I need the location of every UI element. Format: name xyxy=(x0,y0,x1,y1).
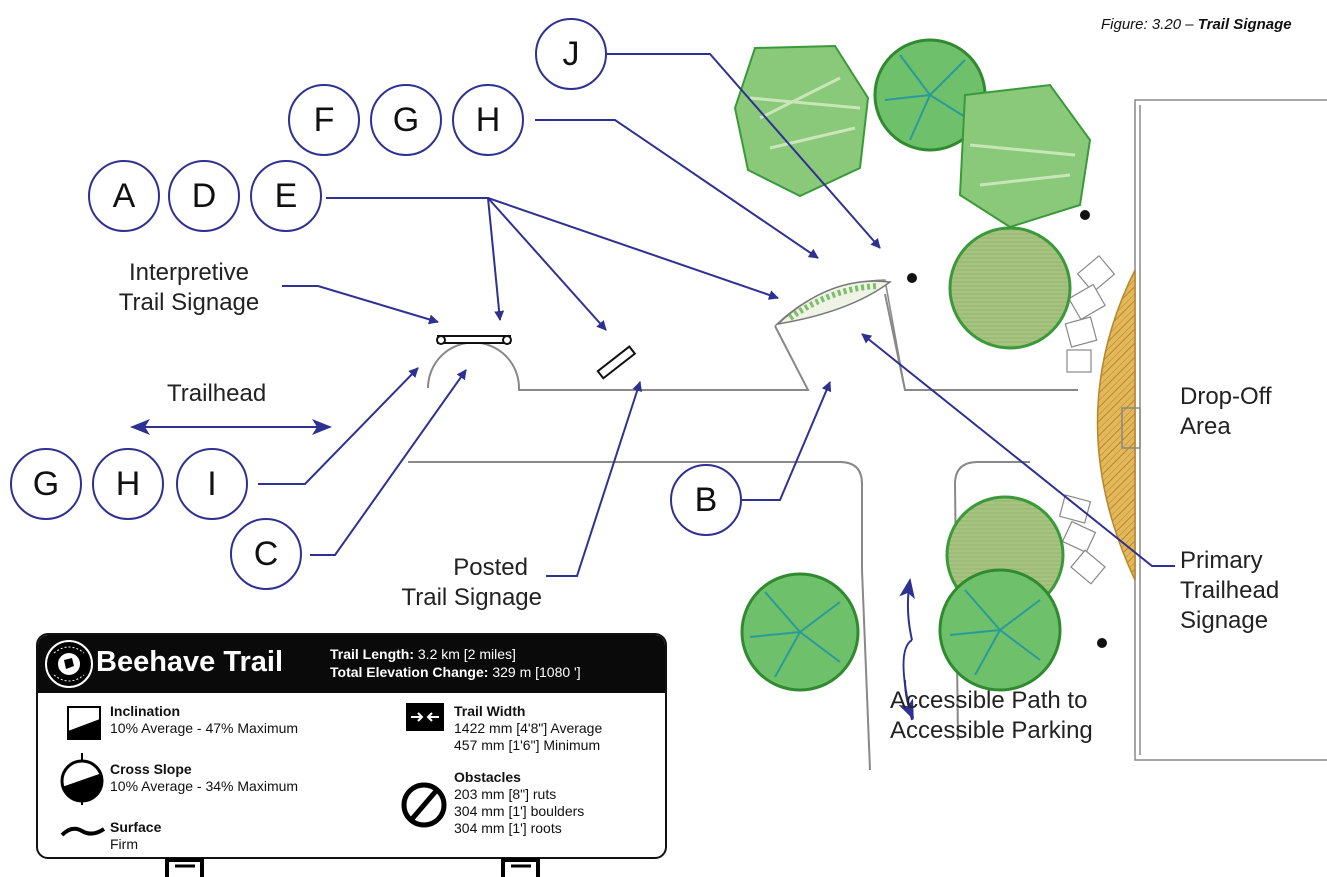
trail-width-icon xyxy=(406,703,444,731)
paving-crescent xyxy=(1096,269,1136,581)
inclination-icon xyxy=(67,706,101,740)
interpretive-signage-label: Interpretive Trail Signage xyxy=(118,259,260,316)
callout-i: I xyxy=(176,448,248,520)
drop-off-area-label: Drop-Off Area xyxy=(1180,383,1272,440)
obstacles-info: Obstacles 203 mm [8"] ruts 304 mm [1'] b… xyxy=(454,769,585,836)
recreation-universal-design-logo xyxy=(45,640,93,688)
obstacles-prohibited-icon xyxy=(401,782,447,828)
callout-h-top: H xyxy=(452,84,524,156)
trees xyxy=(733,38,1092,692)
posted-sign-marker xyxy=(596,345,637,380)
callout-g-left: G xyxy=(10,448,82,520)
primary-trailhead-sign-structure xyxy=(774,279,906,391)
bollards xyxy=(907,210,1107,648)
cross-slope-info: Cross Slope 10% Average - 34% Maximum xyxy=(110,761,299,794)
callout-h-left: H xyxy=(92,448,164,520)
figure-caption: Figure: 3.20 – Trail Signage xyxy=(1101,16,1292,33)
surface-info: Surface Firm xyxy=(110,819,162,852)
callout-g-top: G xyxy=(370,84,442,156)
posted-signage-label: Posted Trail Signage xyxy=(401,554,542,611)
callout-c: C xyxy=(230,518,302,590)
trailhead-label: Trailhead xyxy=(167,380,267,407)
callout-b: B xyxy=(670,464,742,536)
surface-wave-icon xyxy=(60,826,106,837)
callout-d: D xyxy=(168,160,240,232)
leader-arrows xyxy=(130,53,1175,721)
callout-e: E xyxy=(250,160,322,232)
callout-j: J xyxy=(535,18,607,90)
callout-f: F xyxy=(288,84,360,156)
callout-a: A xyxy=(88,160,160,232)
trail-width-info: Trail Width 1422 mm [4'8"] Average 457 m… xyxy=(454,703,603,753)
cross-slope-icon xyxy=(60,753,104,805)
trail-info-sign: Beehave Trail Trail Length: 3.2 km [2 mi… xyxy=(36,633,667,859)
accessible-path-label: Accessible Path to Accessible Parking xyxy=(890,687,1093,744)
interpretive-sign-marker xyxy=(436,335,512,345)
sign-header: Beehave Trail Trail Length: 3.2 km [2 mi… xyxy=(38,635,665,693)
sign-stats: Trail Length: 3.2 km [2 miles] Total Ele… xyxy=(330,646,581,680)
sign-trail-name: Beehave Trail xyxy=(96,646,283,678)
primary-trailhead-signage-label: Primary Trailhead Signage xyxy=(1180,547,1280,634)
inclination-info: Inclination 10% Average - 47% Maximum xyxy=(110,703,299,736)
pavers xyxy=(1058,254,1116,585)
